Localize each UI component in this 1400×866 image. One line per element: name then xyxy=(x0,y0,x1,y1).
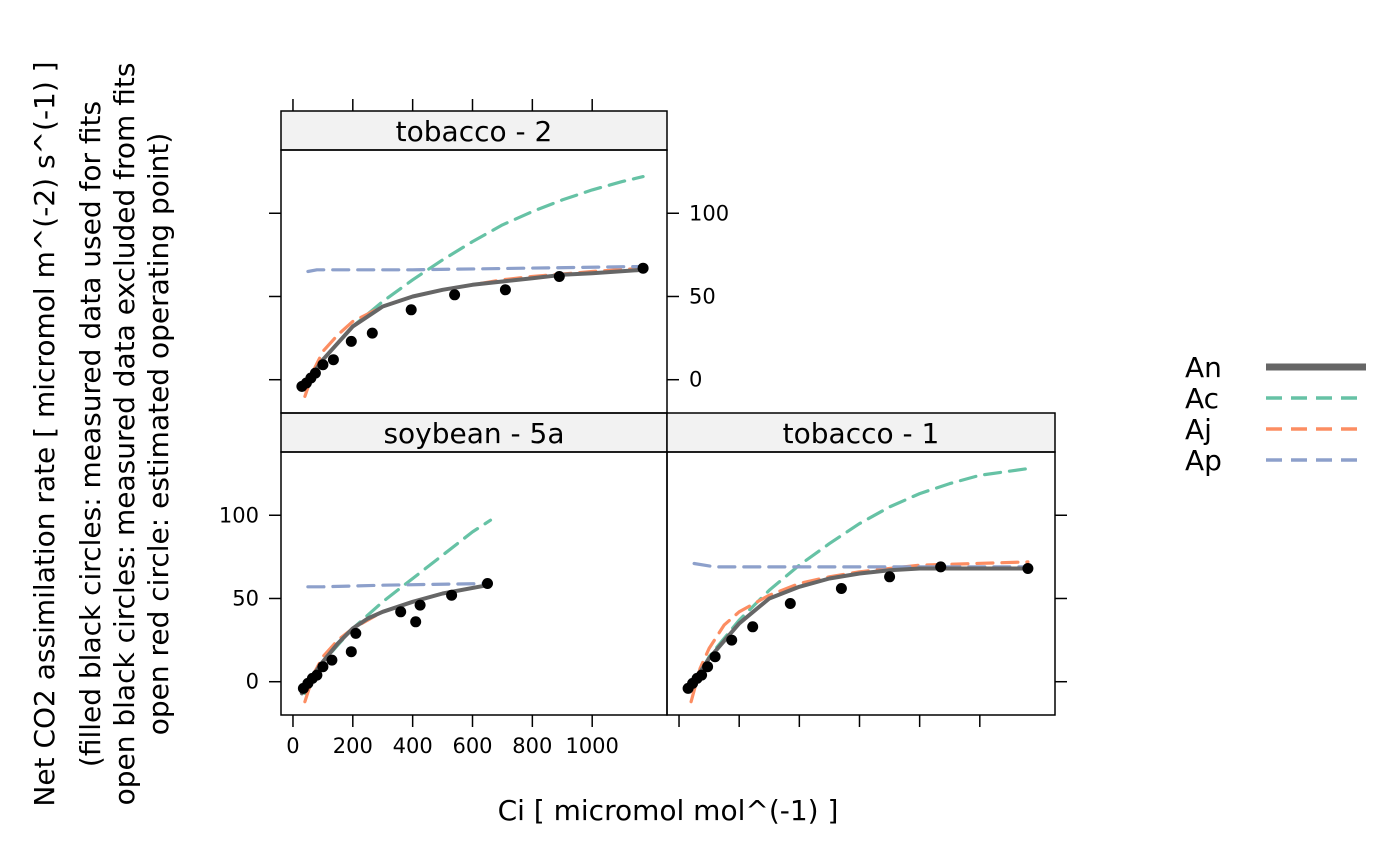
y-axis-right-bottom xyxy=(1055,514,1067,683)
data-point-tobacco-2 xyxy=(499,284,511,296)
y-tick-label-0: 0 xyxy=(246,670,259,694)
y-tick-label-0: 0 xyxy=(689,368,702,392)
panel-strip-tobacco-1 xyxy=(666,412,1056,453)
data-point-tobacco-1 xyxy=(784,598,796,609)
data-point-soybean-5a xyxy=(482,578,493,589)
data-point-tobacco-1 xyxy=(935,561,947,573)
legend: An Ac Aj Ap xyxy=(1185,351,1366,477)
x-tick-label-800: 800 xyxy=(512,734,552,758)
data-point-tobacco-1 xyxy=(884,571,896,583)
data-point-tobacco-2 xyxy=(553,271,565,282)
x-axis-top-left xyxy=(292,99,593,111)
series-line-ap-tobacco-2 xyxy=(306,264,645,274)
panel-points-tobacco-2 xyxy=(296,262,649,392)
data-point-soybean-5a xyxy=(410,616,422,628)
data-point-tobacco-2 xyxy=(449,289,461,301)
data-point-soybean-5a xyxy=(395,606,407,618)
panel-strip-label-soybean-5a: soybean - 5a xyxy=(383,417,564,450)
y-axis-left-top xyxy=(269,212,281,381)
series-line-an-tobacco-2 xyxy=(299,267,646,392)
panel-border-tobacco-1 xyxy=(666,451,1056,716)
data-point-soybean-5a xyxy=(350,627,362,639)
legend-entry-aj: Aj xyxy=(1185,413,1366,446)
legend-label-ap: Ap xyxy=(1185,444,1222,477)
y-axis-title-line-4: open red circle: estimated operating poi… xyxy=(142,133,175,736)
series-line-ap-tobacco-1 xyxy=(692,561,1030,569)
data-point-tobacco-1 xyxy=(726,634,738,646)
x-tick-label-600: 600 xyxy=(452,734,492,758)
data-point-tobacco-2 xyxy=(317,359,329,371)
legend-label-ac: Ac xyxy=(1185,382,1219,415)
panel-border-tobacco-2 xyxy=(280,149,668,414)
panel-strip-label-tobacco-2: tobacco - 2 xyxy=(396,115,553,148)
data-point-tobacco-1 xyxy=(709,651,721,663)
panel-points-soybean-5a xyxy=(297,578,493,694)
panel-tobacco-2: tobacco - 2 xyxy=(280,110,668,414)
series-line-ap-soybean-5a xyxy=(306,581,490,589)
series-line-ac-soybean-5a xyxy=(303,518,493,696)
panel-series-tobacco-1 xyxy=(686,467,1030,704)
x-axis-title: Ci [ micromol mol^(-1) ] xyxy=(498,794,839,827)
panel-strip-label-tobacco-1: tobacco - 1 xyxy=(783,417,940,450)
legend-label-an: An xyxy=(1185,351,1222,384)
y-axis-title: Net CO2 assimilation rate [ micromol m^(… xyxy=(28,61,175,806)
data-point-tobacco-2 xyxy=(345,335,357,347)
panel-tobacco-1: tobacco - 1 xyxy=(666,412,1056,716)
x-tick-label-200: 200 xyxy=(333,734,373,758)
panel-strip-soybean-5a xyxy=(280,412,668,453)
x-tick-label-0: 0 xyxy=(286,734,299,758)
data-point-soybean-5a xyxy=(311,669,323,681)
data-point-tobacco-1 xyxy=(696,669,708,681)
series-line-aj-tobacco-2 xyxy=(303,266,645,398)
y-tick-label-50: 50 xyxy=(232,586,259,610)
x-tick-label-1000: 1000 xyxy=(565,734,618,758)
x-axis-bottom-right xyxy=(678,715,981,727)
panel-soybean-5a: soybean - 5a xyxy=(280,412,668,716)
data-point-soybean-5a xyxy=(317,661,329,673)
data-point-soybean-5a xyxy=(446,589,458,601)
legend-entry-ac: Ac xyxy=(1185,382,1366,415)
y-axis-title-line-2: (filled black circles: measured data use… xyxy=(74,101,107,767)
data-point-tobacco-1 xyxy=(1022,563,1034,574)
data-point-soybean-5a xyxy=(345,646,357,658)
data-point-tobacco-2 xyxy=(405,304,417,316)
x-axis-bottom-left: 0 200 400 600 800 1000 xyxy=(286,715,619,758)
data-point-tobacco-2 xyxy=(327,354,339,366)
panel-strip-tobacco-2 xyxy=(280,110,668,151)
x-tick-label-400: 400 xyxy=(393,734,433,758)
data-point-tobacco-1 xyxy=(702,661,714,673)
legend-entry-ap: Ap xyxy=(1185,444,1366,477)
data-point-soybean-5a xyxy=(326,654,338,666)
data-point-tobacco-1 xyxy=(747,621,759,633)
series-line-aj-soybean-5a xyxy=(303,583,490,704)
y-axis-left-bottom: 0 50 100 xyxy=(219,503,281,694)
panels-layer: soybean - 5a tobacco - 1 tobacco - 2 xyxy=(280,110,1056,716)
series-line-aj-tobacco-1 xyxy=(689,560,1030,704)
data-point-tobacco-2 xyxy=(366,327,378,339)
series-line-an-soybean-5a xyxy=(299,583,490,696)
y-tick-label-50: 50 xyxy=(689,284,716,308)
series-line-ac-tobacco-1 xyxy=(689,467,1030,692)
data-point-tobacco-2 xyxy=(637,262,649,274)
y-axis-title-line-3: open black circles: measured data exclud… xyxy=(108,63,141,806)
legend-entry-an: An xyxy=(1185,351,1366,384)
data-point-tobacco-2 xyxy=(309,367,321,379)
y-axis-right-top: 0 50 100 xyxy=(667,201,729,392)
data-point-soybean-5a xyxy=(414,599,426,611)
panel-points-tobacco-1 xyxy=(682,561,1034,694)
y-tick-label-100: 100 xyxy=(219,503,259,527)
y-tick-label-100: 100 xyxy=(689,201,729,225)
legend-label-aj: Aj xyxy=(1185,413,1212,446)
panel-series-tobacco-2 xyxy=(299,175,646,398)
data-point-tobacco-1 xyxy=(835,583,847,594)
y-axis-title-line-1: Net CO2 assimilation rate [ micromol m^(… xyxy=(28,61,61,806)
series-line-an-tobacco-1 xyxy=(686,566,1030,692)
